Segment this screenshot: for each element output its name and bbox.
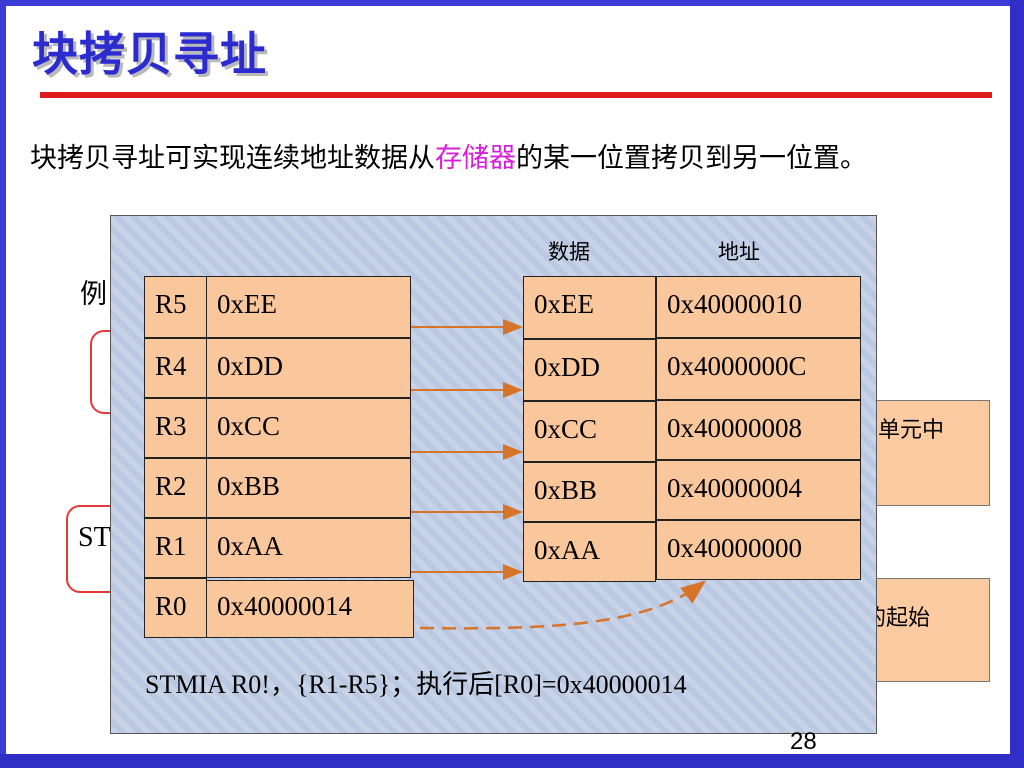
instruction-caption: STMIA R0!，{R1-R5}；执行后[R0]=0x40000014: [145, 670, 687, 699]
pointer-arrow-r0: [419, 580, 706, 630]
example-label: 例: [80, 279, 107, 310]
slide-frame-bottom: [0, 754, 1024, 768]
memory-address-cell: 0x40000004: [656, 460, 861, 520]
memory-data-cell: 0xBB: [523, 462, 656, 522]
slide-title: 块拷贝寻址: [32, 27, 267, 81]
register-value: 0xEE: [206, 276, 411, 338]
memory-address-cell: 0x40000000: [656, 520, 861, 580]
background-note-text-1: 单元中: [878, 418, 945, 443]
background-note-box-2: [860, 578, 990, 682]
data-column-header: 数据: [548, 240, 590, 264]
register-name: R4: [144, 338, 207, 398]
memory-data-cell: 0xDD: [523, 339, 656, 401]
register-name: R0: [144, 578, 207, 638]
register-value: 0xAA: [206, 518, 411, 578]
register-value: 0xBB: [206, 458, 411, 518]
memory-address-cell: 0x40000010: [656, 276, 861, 338]
memory-data-cell: 0xCC: [523, 401, 656, 462]
intro-text-2: 的某一位置拷贝到另一位置。: [516, 143, 867, 174]
register-name: R5: [144, 276, 207, 338]
background-st-text: ST: [78, 522, 111, 553]
register-value-pointer: 0x40000014: [206, 580, 414, 638]
register-name: R2: [144, 458, 207, 518]
register-value: 0xDD: [206, 338, 411, 398]
memory-data-cell: 0xAA: [523, 522, 656, 582]
memory-address-cell: 0x40000008: [656, 400, 861, 460]
memory-address-cell: 0x4000000C: [656, 338, 861, 400]
address-column-header: 地址: [718, 240, 760, 264]
register-value: 0xCC: [206, 398, 411, 458]
intro-paragraph: 块拷贝寻址可实现连续地址数据从存储器的某一位置拷贝到另一位置。: [30, 140, 990, 177]
register-name: R3: [144, 398, 207, 458]
background-note-box-1: [870, 400, 990, 506]
intro-highlight: 存储器: [435, 143, 516, 174]
slide-frame-right: [1010, 0, 1024, 768]
memory-data-cell: 0xEE: [523, 276, 656, 339]
title-underline: [40, 92, 992, 98]
slide-frame-left: [0, 0, 6, 768]
intro-text-1: 块拷贝寻址可实现连续地址数据从: [30, 143, 435, 174]
register-name: R1: [144, 518, 207, 578]
page-number: 28: [790, 728, 817, 755]
slide-frame-top: [0, 0, 1024, 6]
